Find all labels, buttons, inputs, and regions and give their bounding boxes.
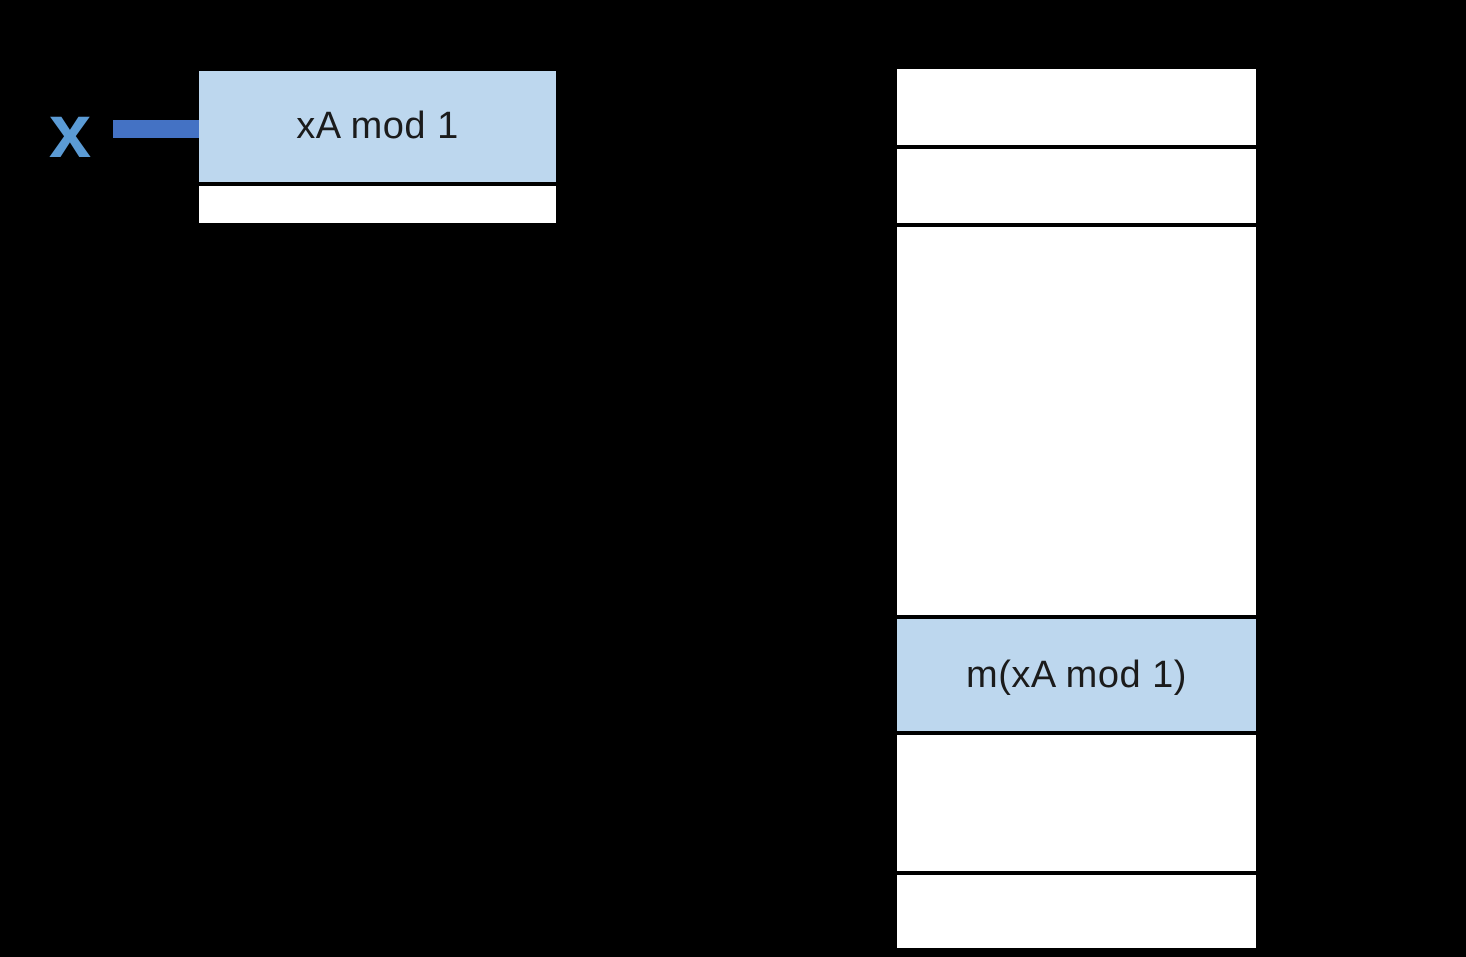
table-cell bbox=[897, 875, 1256, 948]
input-value-label: x bbox=[48, 89, 92, 174]
table-cell bbox=[897, 227, 1256, 615]
table-cell bbox=[897, 69, 1256, 145]
hashed-slot-cell: m(xA mod 1) bbox=[897, 619, 1256, 731]
hash-function-table: xA mod 1 bbox=[199, 71, 556, 223]
table-cell bbox=[897, 149, 1256, 223]
bucket-table: m(xA mod 1) bbox=[897, 69, 1256, 948]
hash-function-cell: xA mod 1 bbox=[199, 71, 556, 182]
table-cell bbox=[897, 735, 1256, 871]
table-cell bbox=[199, 186, 556, 223]
